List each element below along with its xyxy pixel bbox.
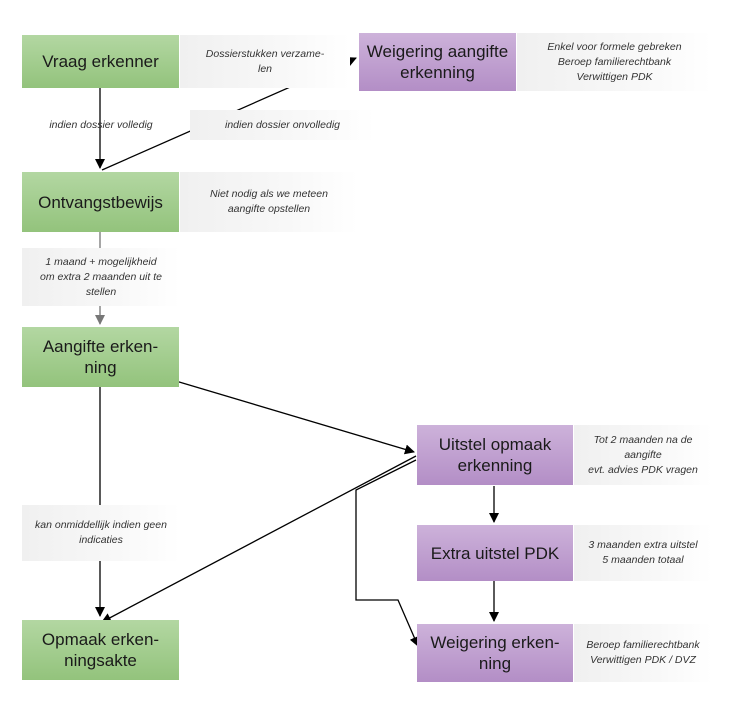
note-volledig: indien dossier volledig (22, 110, 180, 140)
node-vraag-erkenner: Vraag erkenner (22, 35, 179, 88)
node-extra-uitstel-label: Extra uitstel PDK (430, 543, 560, 563)
node-opmaak-line2: ningsakte (64, 651, 137, 670)
node-ontvangstbewijs-label: Ontvangstbewijs (38, 192, 163, 212)
node-weigering-aangifte-line2: erkenning (400, 63, 475, 82)
note-tot-line2: aangifte (624, 448, 662, 461)
note-niet-nodig-line2: aangifte opstellen (227, 203, 311, 215)
note-dossierstukken-line2: len (257, 62, 272, 75)
note-tot-2-maanden: Tot 2 maanden na de aangifte evt. advies… (574, 425, 712, 485)
node-weigering-aangifte-line1: Weigering aangifte (366, 42, 509, 61)
note-formele-line2: Beroep familierechtbank (557, 55, 672, 68)
note-dossierstukken-line1: Dossierstukken verzame- (205, 47, 325, 60)
node-uitstel-opmaak: Uitstel opmaak erkenning (417, 425, 573, 485)
note-onmiddellijk-line1: kan onmiddellijk indien geen (35, 519, 167, 531)
note-een-maand-line2: om extra 2 maanden uit te (40, 270, 162, 283)
note-drie-line1: 3 maanden extra uitstel (588, 539, 698, 551)
note-niet-nodig: Niet nodig als we meteen aangifte opstel… (180, 172, 358, 232)
node-weigering-erkenning-line2: ning (478, 654, 512, 673)
note-onmiddellijk-line2: indicaties (79, 534, 123, 546)
note-tot-line1: Tot 2 maanden na de (593, 433, 693, 446)
note-dossierstukken: Dossierstukken verzame- len (180, 35, 350, 88)
note-formele-line1: Enkel voor formele gebreken (547, 40, 682, 53)
note-een-maand-line1: 1 maand + mogelijkheid (45, 255, 157, 268)
node-uitstel-line1: Uitstel opmaak (438, 435, 552, 454)
note-beroep-dvz: Beroep familierechtbank Verwittigen PDK … (574, 624, 712, 682)
note-volledig-text: indien dossier volledig (49, 118, 153, 131)
arrow-uitstel-to-opmaak (101, 455, 417, 623)
note-een-maand: 1 maand + mogelijkheid om extra 2 maande… (22, 248, 180, 306)
note-formele-line3: Verwittigen PDK (576, 70, 653, 83)
note-drie-maanden: 3 maanden extra uitstel 5 maanden totaal (574, 525, 712, 581)
node-aangifte-line1: Aangifte erken- (42, 337, 159, 356)
note-een-maand-line3: stellen (85, 285, 117, 298)
note-tot-line3: evt. advies PDK vragen (588, 463, 698, 476)
node-weigering-aangifte: Weigering aangifte erkenning (359, 33, 516, 91)
note-onvolledig-text: indien dossier onvolledig (225, 118, 340, 131)
note-onmiddellijk: kan onmiddellijk indien geen indicaties (22, 505, 180, 561)
note-beroep-line2: Verwittigen PDK / DVZ (590, 654, 696, 666)
arrow-uitstel-to-weigering (355, 459, 419, 647)
note-niet-nodig-line1: Niet nodig als we meteen (210, 188, 328, 200)
note-beroep-line1: Beroep familierechtbank (586, 639, 700, 651)
node-ontvangstbewijs: Ontvangstbewijs (22, 172, 179, 232)
node-extra-uitstel: Extra uitstel PDK (417, 525, 573, 581)
node-opmaak-erkenningsakte: Opmaak erken- ningsakte (22, 620, 179, 680)
node-uitstel-line2: erkenning (457, 456, 533, 475)
node-vraag-erkenner-label: Vraag erkenner (42, 52, 159, 71)
note-formele-gebreken: Enkel voor formele gebreken Beroep famil… (517, 33, 712, 91)
node-aangifte-line2: ning (84, 358, 117, 377)
note-onvolledig: indien dossier onvolledig (190, 110, 375, 140)
node-aangifte-erkenning: Aangifte erken- ning (22, 327, 179, 387)
node-weigering-erkenning-line1: Weigering erken- (430, 633, 560, 652)
node-opmaak-line1: Opmaak erken- (41, 630, 160, 649)
note-drie-line2: 5 maanden totaal (602, 554, 684, 566)
node-weigering-erkenning: Weigering erken- ning (417, 624, 573, 682)
